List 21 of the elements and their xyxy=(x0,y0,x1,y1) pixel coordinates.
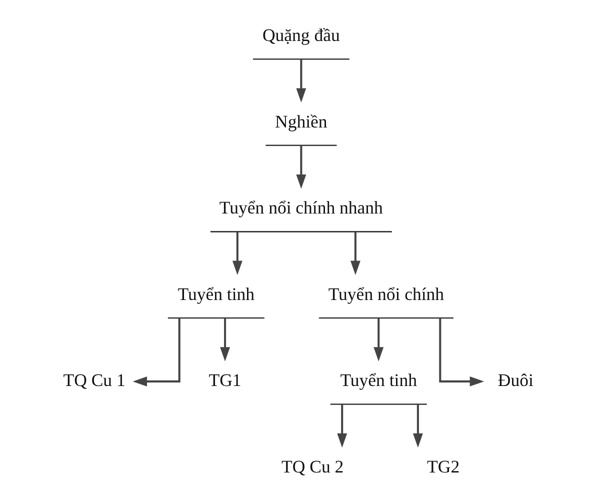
node-text: TQ Cu 1 xyxy=(62,370,125,390)
node-text: Tuyển nổi chính xyxy=(328,284,444,304)
arrow xyxy=(350,232,360,276)
arrow xyxy=(296,146,306,189)
node-text: Tuyển nổi chính nhanh xyxy=(218,198,382,218)
arrow xyxy=(296,59,306,102)
node-text: TG1 xyxy=(208,370,241,390)
arrow xyxy=(132,318,180,386)
node-text: TG2 xyxy=(426,456,460,476)
node-text: Tuyển tinh xyxy=(177,284,254,304)
node-text: Tuyển tinh xyxy=(340,370,416,390)
arrow xyxy=(373,318,384,362)
node-text: TQ Cu 2 xyxy=(281,456,344,476)
node-text: Đuôi xyxy=(497,370,533,390)
arrow xyxy=(336,404,347,448)
node-text: Nghiền xyxy=(274,111,327,132)
arrow xyxy=(220,318,230,362)
node-text: Quặng đầu xyxy=(262,24,340,45)
arrow xyxy=(438,318,484,386)
arrow xyxy=(232,232,242,276)
arrow xyxy=(412,404,422,448)
